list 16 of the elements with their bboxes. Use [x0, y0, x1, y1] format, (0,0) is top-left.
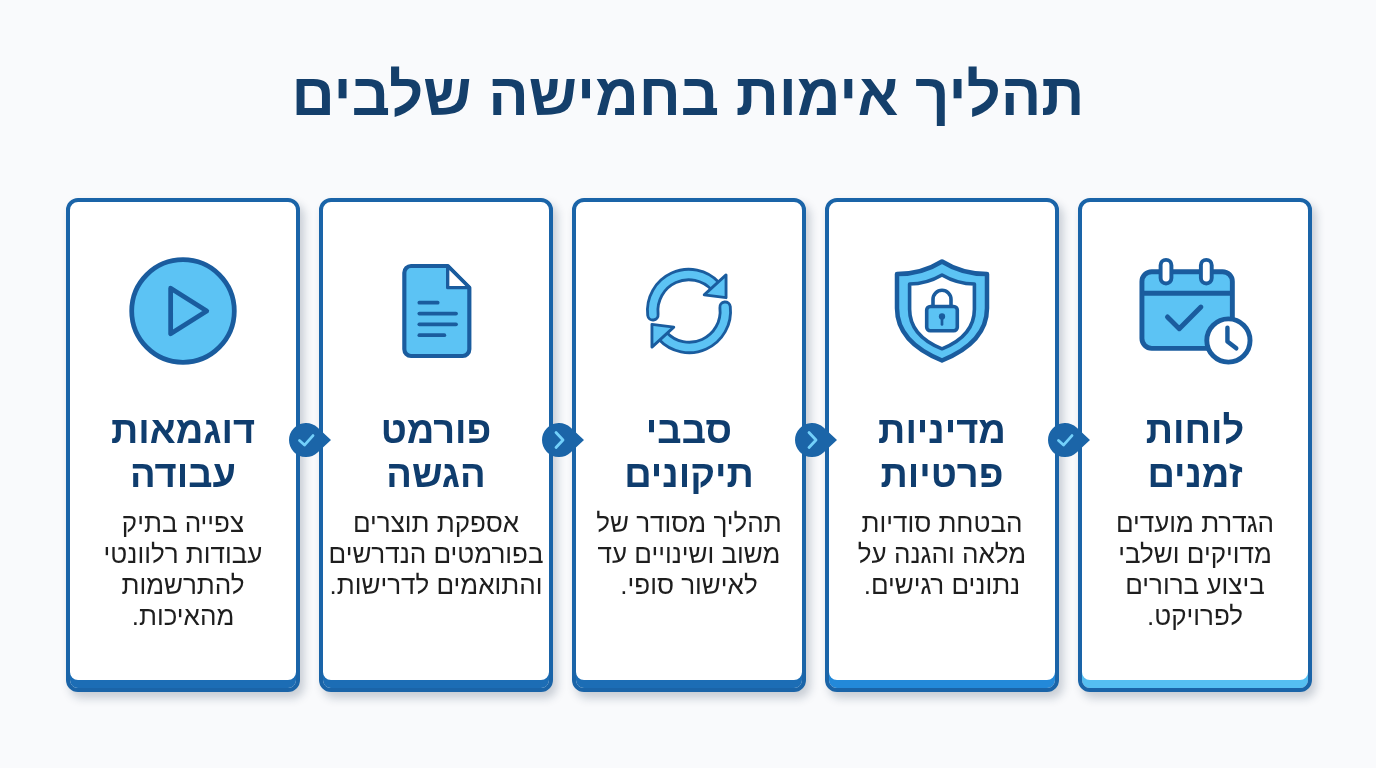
step-description: הבטחת סודיות מלאה והגנה על נתונים רגישים. — [856, 508, 1028, 601]
step-title: מדיניות פרטיות — [877, 408, 1007, 496]
step-card — [319, 198, 553, 692]
step-title: סבבי תיקונים — [623, 408, 755, 496]
step-description: אספקת תוצרים בפורמטים הנדרשים והתואמים לדרישות. — [328, 508, 544, 601]
step-title: דוגמאות עבודה — [109, 408, 256, 496]
step-description: תהליך מסודר של משוב ושינויים עד לאישור סופי. — [595, 508, 783, 601]
step-card — [572, 198, 806, 692]
step-card — [825, 198, 1059, 692]
step-card — [1078, 198, 1312, 692]
step-title: פורמט הגשה — [379, 408, 493, 496]
step-title: לוחות זמנים — [1144, 408, 1246, 496]
step-card — [66, 198, 300, 692]
step-description: הגדרת מועדים מדויקים ושלבי ביצוע ברורים לפרויקט. — [1114, 508, 1276, 632]
step-description: צפייה בתיק עבודות רלוונטי להתרשמות מהאיכות. — [102, 508, 264, 632]
title: תהליך אימות בחמישה שלבים — [291, 60, 1085, 130]
